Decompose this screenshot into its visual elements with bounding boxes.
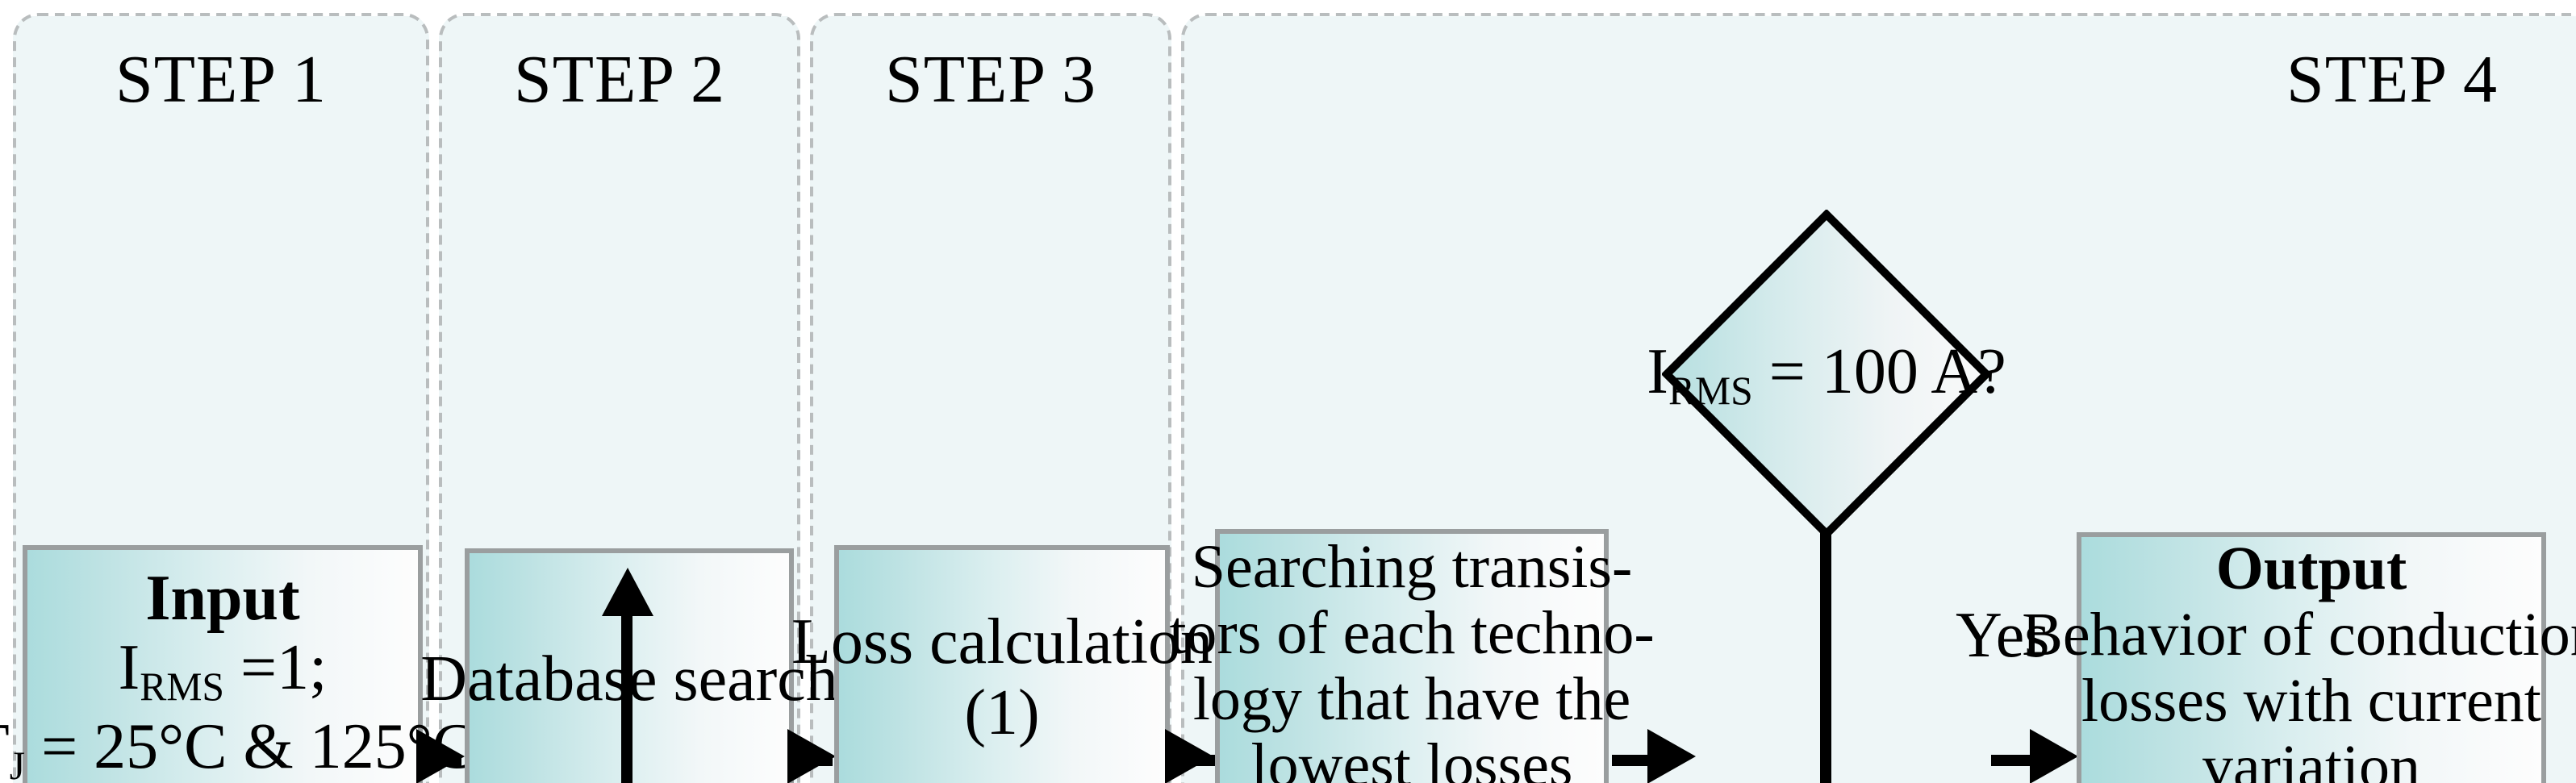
arrowhead-decision-yes	[2030, 729, 2078, 783]
input-line-1: IRMS =1;	[118, 631, 328, 710]
input-heading: Input	[145, 561, 300, 635]
arrowhead-loss-to-searching	[1165, 729, 1213, 783]
node-searching-transistors[interactable]: Searching transis- tors of each techno- …	[1169, 529, 1655, 783]
connector-decision-no-vertical	[1820, 532, 1831, 783]
output-heading: Output	[2215, 535, 2407, 603]
decision-label: IRMS = 100 A?	[1647, 335, 2006, 414]
step-title-1: STEP 1	[115, 44, 327, 118]
searching-line-2: tors of each techno-	[1169, 599, 1655, 668]
searching-line-3: logy that have the	[1192, 666, 1631, 734]
loss-line-2: (1)	[964, 675, 1040, 748]
node-loss-calculation[interactable]: Loss calculation (1)	[791, 545, 1213, 783]
edge-label-yes: Yes	[1956, 598, 2050, 671]
node-decision[interactable]: IRMS = 100 A?	[1647, 210, 2006, 539]
arrowhead-searching-to-decision	[1647, 729, 1696, 783]
step-title-4: STEP 4	[2286, 44, 2498, 118]
node-output[interactable]: Output Behavior of conduction losses wit…	[2022, 532, 2576, 783]
output-line-1: Behavior of conduction	[2022, 601, 2576, 669]
arrowhead-input-to-database	[416, 729, 465, 783]
edge-label-no: No	[1852, 771, 1931, 783]
connector-feedback-vertical	[621, 613, 633, 783]
node-input[interactable]: Input IRMS =1; TJ = 25°C & 125°C	[0, 545, 475, 783]
arrowhead-feedback-into-database	[602, 568, 653, 616]
output-line-3: variation	[2202, 734, 2421, 783]
searching-line-4: lowest losses	[1250, 732, 1573, 783]
input-line-2: TJ = 25°C & 125°C	[0, 710, 476, 783]
loss-line-1: Loss calculation	[791, 605, 1213, 678]
arrowhead-database-to-loss	[787, 729, 836, 783]
searching-line-1: Searching transis-	[1191, 533, 1633, 602]
step-title-2: STEP 2	[514, 44, 725, 118]
step-title-3: STEP 3	[885, 44, 1096, 118]
output-line-2: losses with current	[2081, 668, 2541, 735]
